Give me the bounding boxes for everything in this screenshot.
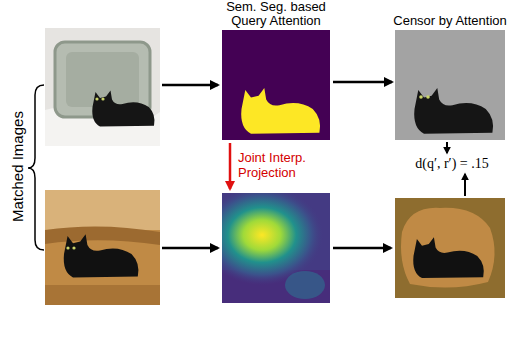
flow-arrow	[162, 247, 218, 250]
segmentation-mask	[222, 30, 330, 140]
attention-heatmap	[222, 193, 330, 303]
distance-value: d(q′, r′) = .15	[398, 155, 506, 172]
retrieved-photo	[45, 190, 160, 305]
flow-arrow	[333, 247, 391, 250]
censored-query	[395, 30, 505, 140]
brace	[28, 85, 44, 250]
projection-arrow	[229, 143, 232, 189]
flow-arrow	[333, 81, 392, 84]
projection-label: Joint Interp. Projection	[238, 150, 330, 180]
censored-retrieval	[395, 198, 505, 298]
column-heading: Censor by Attention	[388, 14, 508, 28]
group-label: Matched Images	[9, 112, 27, 222]
flow-arrow	[162, 84, 218, 87]
distance-arrow	[464, 174, 466, 196]
distance-arrow	[446, 142, 448, 153]
query-photo	[45, 28, 160, 146]
image-panel: Censor by Attention	[395, 30, 505, 140]
column-heading: Sem. Seg. based Query Attention	[214, 0, 338, 28]
image-panel: Sem. Seg. based Query Attention	[222, 30, 330, 140]
